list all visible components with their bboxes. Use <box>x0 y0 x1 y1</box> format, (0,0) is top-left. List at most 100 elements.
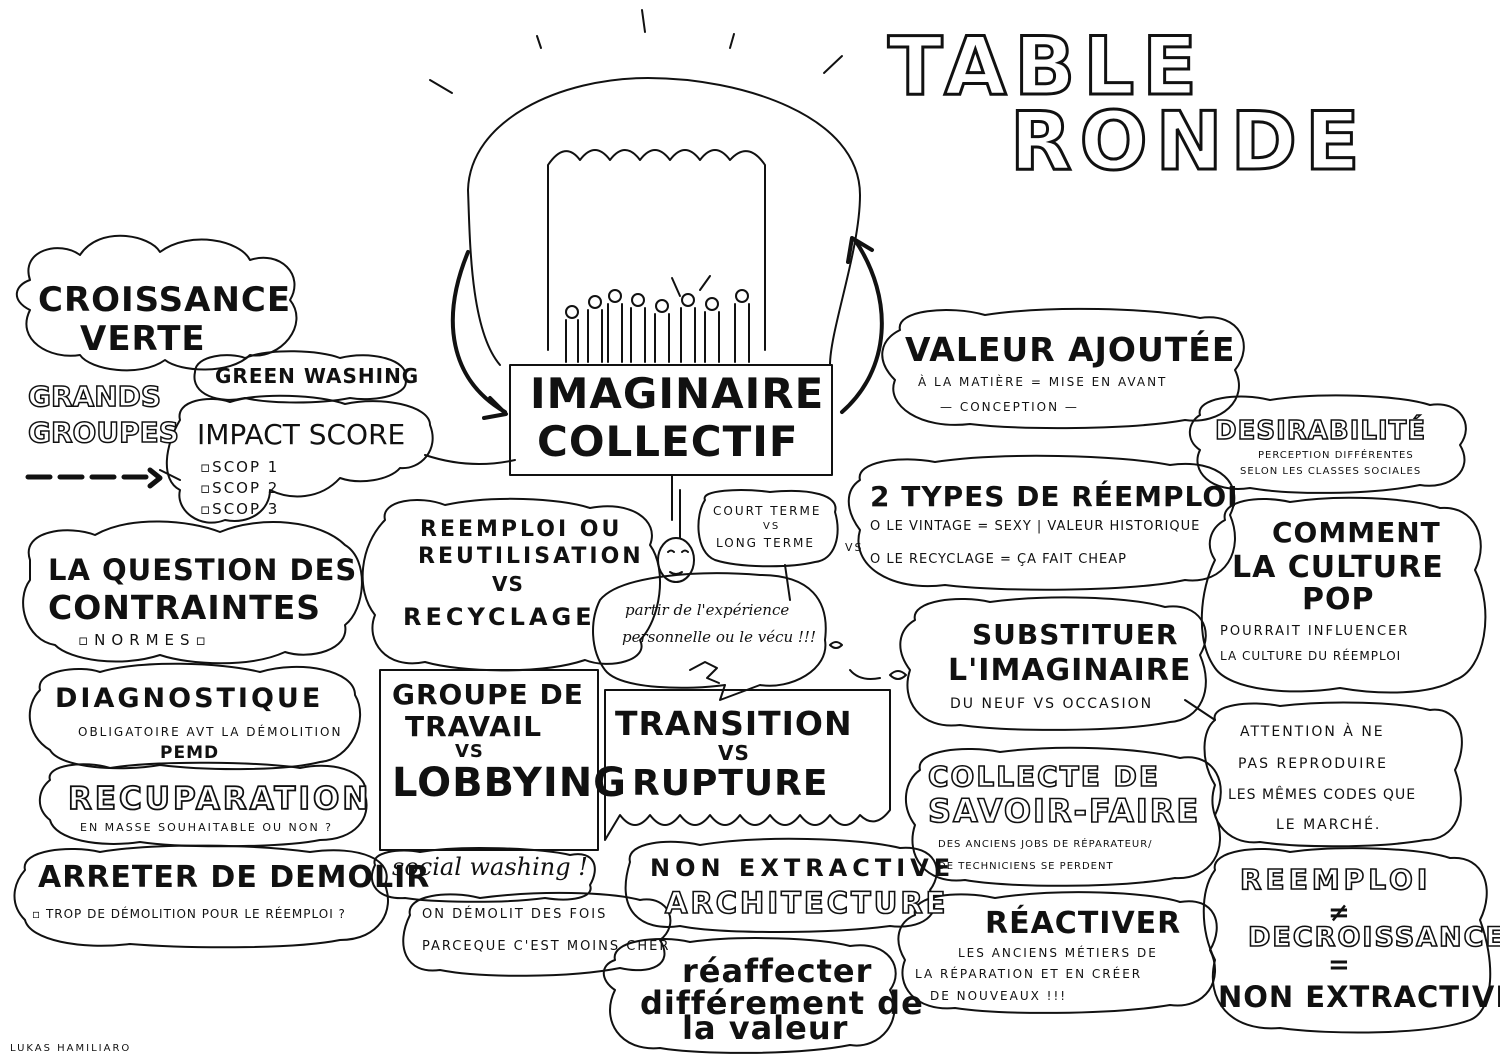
reaffecter-line-2: différement de <box>640 984 924 1022</box>
attention-line-1: ATTENTION À NE <box>1240 724 1385 740</box>
collecte-line-3: DES ANCIENS JOBS DE RÉPARATEUR/ <box>938 839 1153 850</box>
nonextr-line-2: ARCHITECTURE <box>664 886 949 920</box>
scop-2: ▫SCOP 2 <box>200 479 280 497</box>
scop-3: ▫SCOP 3 <box>200 500 280 518</box>
face-doodle <box>829 641 907 680</box>
green-washing-label: GREEN WASHING <box>215 364 420 388</box>
grands-label: GRANDS <box>27 380 162 413</box>
question-title-2: CONTRAINTES <box>48 588 322 627</box>
desirabilite-line-2: SELON LES CLASSES SOCIALES <box>1240 466 1422 477</box>
court-terme: COURT TERME <box>713 504 822 518</box>
attention-line-4: LE MARCHÉ. <box>1276 817 1382 833</box>
title-line-1: TABLE <box>887 20 1205 113</box>
demolit-line-1: ON DÉMOLIT DES FOIS <box>422 907 608 922</box>
connector-lines <box>159 454 1216 721</box>
cycle-arrow-left-head <box>482 396 508 420</box>
center-label-1: IMAGINAIRE <box>530 369 825 418</box>
valeur-title: VALEUR AJOUTÉE <box>905 330 1236 369</box>
substituer-line-1: SUBSTITUER <box>972 618 1179 651</box>
reemploi-right-line-1: REEMPLOI <box>1239 863 1432 896</box>
comment-line-3: POP <box>1302 582 1375 617</box>
diagnostique-title: DIAGNOSTIQUE <box>55 683 324 714</box>
cloud-valeur <box>881 307 1245 430</box>
substituer-line-2: L'IMAGINAIRE <box>948 653 1192 688</box>
valeur-line-1: À LA MATIÈRE = MISE EN AVANT <box>918 375 1168 389</box>
partir-line-1: partir de l'expérience <box>625 601 790 619</box>
attention-line-3: LES MÊMES CODES QUE <box>1228 787 1417 803</box>
desirabilite-line-1: PERCEPTION DIFFÉRENTES <box>1258 450 1414 461</box>
groupe-vs: VS <box>455 741 484 762</box>
collecte-line-2: SAVOIR-FAIRE <box>927 792 1201 830</box>
cycle-arrow-right <box>840 238 884 414</box>
cloud-reaffecter <box>602 937 897 1054</box>
reactiver-line-2: LA RÉPARATION ET EN CRÉER <box>915 967 1143 981</box>
transition-line-1: TRANSITION <box>615 704 853 743</box>
cloud-substituer <box>899 596 1207 731</box>
cloud-arreter <box>13 844 389 949</box>
court-vs: VS <box>763 521 781 532</box>
collecte-line-4: DE TECHNICIENS SE PERDENT <box>938 861 1114 872</box>
cycle-arrow-right-head <box>846 236 874 264</box>
cycle-arrow-left <box>450 250 507 414</box>
croissance-title-2: VERTE <box>80 319 206 359</box>
cloud-contraintes <box>22 520 363 665</box>
cloud-types <box>847 454 1236 591</box>
cloud-diagnostique <box>28 662 361 771</box>
cloud-reemploi <box>361 497 661 672</box>
box-transition <box>604 689 891 841</box>
reaffecter-line-3: la valeur <box>682 1009 849 1047</box>
groupe-line-1: GROUPE DE <box>392 678 584 711</box>
substituer-line-3: DU NEUF VS OCCASION <box>950 696 1154 712</box>
collecte-line-1: COLLECTE DE <box>927 760 1161 793</box>
impact-score-label: IMPACT SCORE <box>197 418 406 451</box>
demolit-line-2: PARCEQUE C'EST MOINS CHER <box>422 939 671 954</box>
croissance-title-1: CROISSANCE <box>38 280 292 320</box>
center-label-2: COLLECTIF <box>537 417 799 466</box>
recuparation-title: RECUPARATION <box>67 781 372 817</box>
comment-line-4: POURRAIT INFLUENCER <box>1220 624 1410 639</box>
arreter-sub: ▫ TROP DE DÉMOLITION POUR LE RÉEMPLOI ? <box>32 907 346 921</box>
types-line-1: O LE VINTAGE = SEXY | VALEUR HISTORIQUE <box>870 519 1201 534</box>
comment-line-2: LA CULTURE <box>1232 550 1444 585</box>
types-line-2: O LE RECYCLAGE = ÇA FAIT CHEAP <box>870 552 1127 567</box>
reemploi-right-line-2: DECROISSANCE <box>1247 922 1500 953</box>
long-terme: LONG TERME <box>716 536 815 550</box>
cloud-desirabilite <box>1188 394 1467 494</box>
reemploi-right-neq: ≠ <box>1328 898 1351 928</box>
question-title-1: LA QUESTION DES <box>48 553 358 587</box>
reaffecter-line-1: réaffecter <box>682 952 873 990</box>
recuparation-sub: EN MASSE SOUHAITABLE OU NON ? <box>80 821 334 834</box>
comment-line-1: COMMENT <box>1272 516 1441 549</box>
normes-label: ▫NORMES▫ <box>78 631 212 649</box>
groupes-label: GROUPES <box>27 416 179 449</box>
reemploi-right-eq: = <box>1328 950 1351 980</box>
partir-line-2: personnelle ou le vécu !!! <box>622 628 816 646</box>
reemploi-vs: VS <box>492 572 524 596</box>
reactiver-title: RÉACTIVER <box>985 906 1182 941</box>
reemploi-line-2: REUTILISATION <box>418 544 644 569</box>
crowd-figures <box>565 275 750 363</box>
nonextr-line-1: NON EXTRACTIVE <box>650 854 956 882</box>
cloud-reemploi-right <box>1202 847 1492 1034</box>
valeur-line-2: — CONCEPTION — <box>940 400 1079 414</box>
thinking-person <box>657 489 720 684</box>
reemploi-line-1: REEMPLOI OU <box>420 517 623 542</box>
reemploi-line-3: RECYCLAGE <box>403 603 596 631</box>
cloud-reactiver <box>897 891 1218 1014</box>
title-line-2: RONDE <box>1009 95 1368 188</box>
social-washing: social washing ! <box>392 853 588 881</box>
cloud-impact <box>165 394 434 524</box>
light-rays <box>429 9 843 94</box>
groupe-line-3: LOBBYING <box>392 760 628 806</box>
signature: LUKAS HAMILIARO <box>10 1043 132 1054</box>
cloud-non-extractive <box>624 837 938 933</box>
box-groupe <box>379 669 599 851</box>
cloud-collecte <box>904 746 1222 887</box>
transition-vs: VS <box>718 741 750 765</box>
types-title: 2 TYPES DE RÉEMPLOI <box>870 480 1239 513</box>
lightbulb-outline <box>467 77 861 366</box>
speech-partir <box>592 572 827 701</box>
desirabilite-title: DESIRABILITÉ <box>1214 416 1427 446</box>
